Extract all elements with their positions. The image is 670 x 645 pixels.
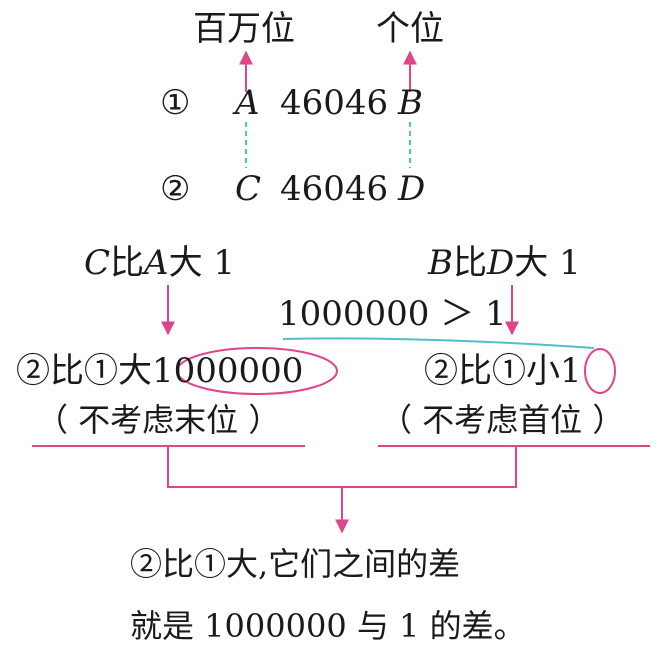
row-label-1: ①: [160, 83, 191, 123]
result-left: ②比①大1000000: [16, 351, 304, 391]
value-1: 1: [560, 351, 582, 391]
digit-d: D: [398, 169, 426, 209]
conclusion-line-1: ②比①大,它们之间的差: [130, 545, 461, 583]
circle-1000000: [176, 347, 338, 395]
number-row-1: 46046: [280, 83, 389, 123]
merge-bracket: [167, 446, 517, 488]
note-right: （ 不考虑首位 ）: [380, 401, 625, 439]
digit-b: B: [398, 83, 423, 123]
ones-place-label: 个位: [376, 9, 444, 49]
digit-c: C: [235, 169, 262, 209]
millions-place-label: 百万位: [193, 9, 295, 49]
compare-left: C比A大 1: [84, 243, 236, 283]
row-label-2: ②: [160, 169, 191, 209]
conclusion-line-2: 就是 1000000 与 1 的差。: [130, 607, 526, 645]
result-right: ②比①小1: [424, 351, 582, 391]
inequality: 1000000 ＞ 1: [278, 294, 507, 334]
circle-1: [584, 348, 616, 394]
digit-a: A: [235, 83, 260, 123]
comparison-link: [282, 337, 595, 349]
note-left: （ 不考虑末位 ）: [36, 401, 281, 439]
number-row-2: 46046: [280, 169, 389, 209]
value-1000000: 1000000: [152, 351, 304, 391]
compare-right: B比D大 1: [428, 243, 581, 283]
